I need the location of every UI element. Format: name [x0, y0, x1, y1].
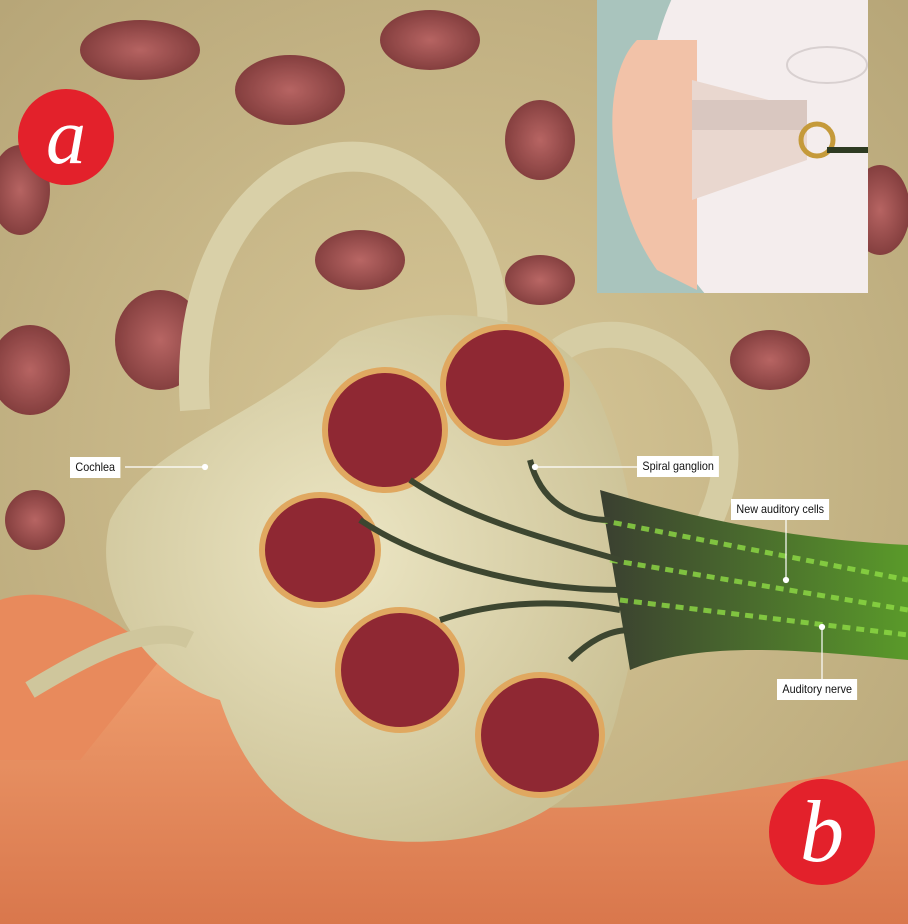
label-cochlea: Cochlea	[70, 457, 121, 478]
label-new-auditory-cells: New auditory cells	[731, 499, 830, 520]
semicircular-canal	[178, 141, 508, 412]
spiral-ganglion-fibers	[358, 459, 631, 663]
label-auditory-nerve: Auditory nerve	[777, 679, 858, 700]
panel-label-b: b	[769, 779, 875, 885]
panel-label-a: a	[18, 89, 114, 185]
cochlear-turns	[259, 324, 605, 798]
label-spiral-ganglion: Spiral ganglion	[637, 456, 720, 477]
nerve-bundle	[599, 490, 908, 670]
inset-ear-anatomy	[597, 0, 868, 293]
